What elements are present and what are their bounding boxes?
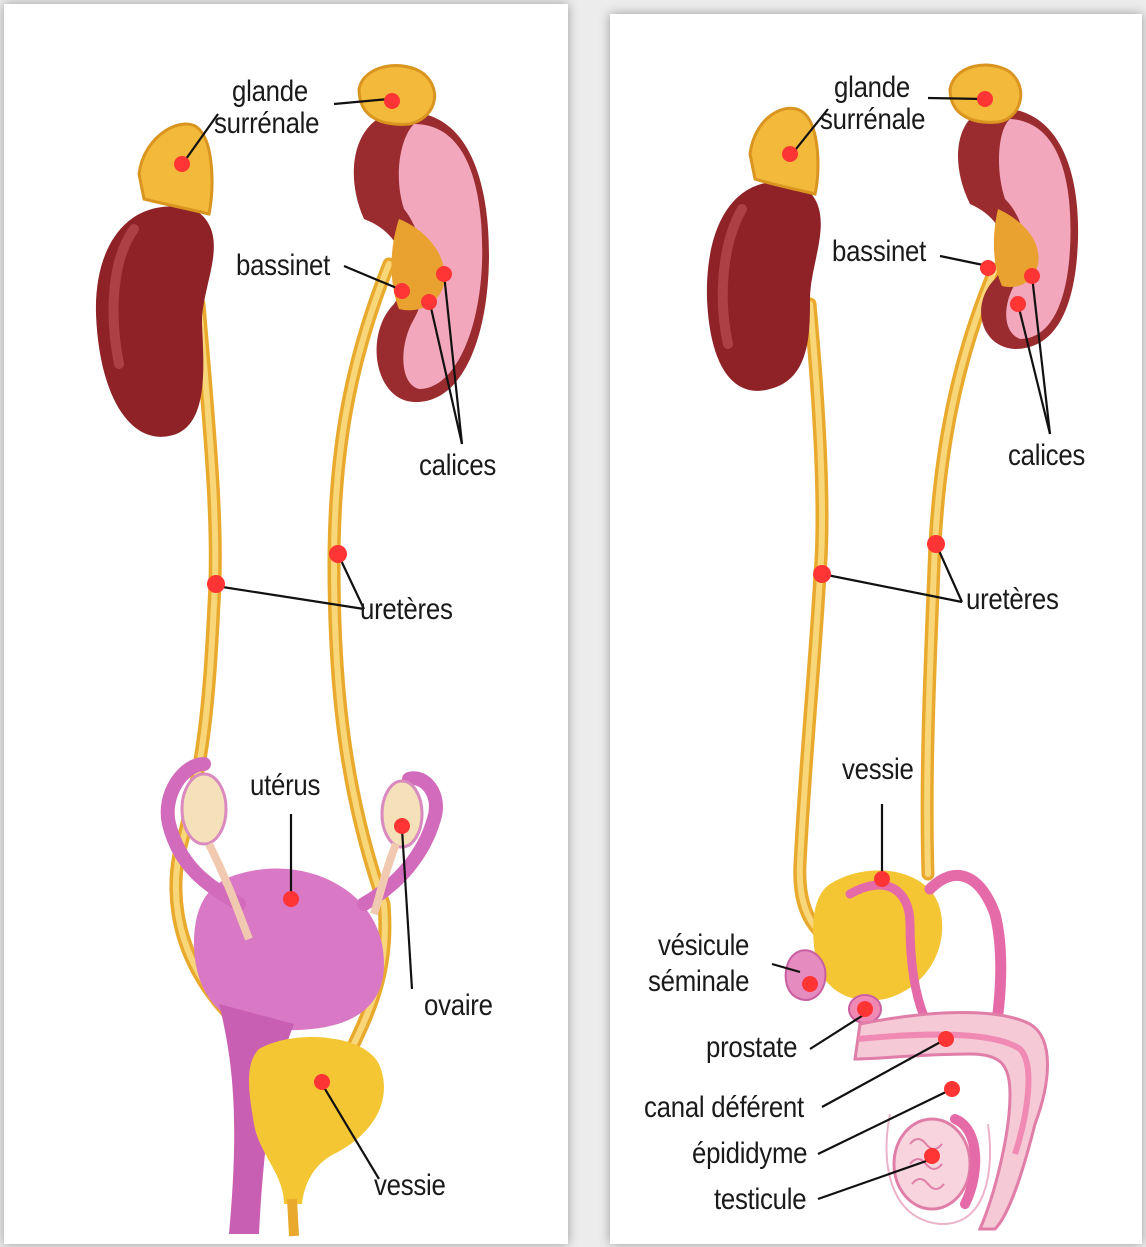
- label-calices: calices: [419, 450, 496, 482]
- label-ureteres: uretères: [360, 594, 453, 626]
- female-urinary-system-panel: glande surrénale bassinet calices uretèr…: [4, 4, 568, 1244]
- label-testicule: testicule: [714, 1184, 806, 1216]
- marker-right-ureter: [329, 545, 347, 563]
- label-surrenale: surrénale: [820, 104, 925, 136]
- label-calices: calices: [1008, 440, 1085, 472]
- marker-right-adrenal: [384, 93, 400, 109]
- leader-ureteres-left: [822, 574, 962, 602]
- leader-bassinet: [940, 256, 988, 266]
- marker-left-ureter: [813, 565, 831, 583]
- marker-bassinet: [980, 260, 996, 276]
- label-canal-deferent: canal déférent: [644, 1092, 804, 1124]
- label-vesicule: vésicule: [658, 930, 749, 962]
- label-vessie: vessie: [842, 754, 914, 786]
- marker-calice-1: [1010, 296, 1026, 312]
- label-uterus: utérus: [250, 770, 320, 802]
- label-glande: glande: [834, 72, 910, 104]
- male-anatomy-illustration: [610, 14, 1142, 1244]
- male-urinary-system-panel: glande surrénale bassinet calices uretèr…: [610, 14, 1142, 1244]
- bladder: [813, 870, 942, 1000]
- marker-seminal-vesicle: [802, 976, 818, 992]
- label-seminale: séminale: [648, 966, 749, 998]
- leader-ureteres-left: [216, 586, 364, 609]
- label-bassinet: bassinet: [236, 250, 330, 282]
- label-prostate: prostate: [706, 1032, 797, 1064]
- marker-calice-2: [1024, 268, 1040, 284]
- marker-testicle: [924, 1148, 940, 1164]
- label-ovaire: ovaire: [424, 990, 493, 1022]
- urethra: [292, 1199, 294, 1236]
- marker-vas-deferens: [938, 1031, 954, 1047]
- marker-ovary: [394, 818, 410, 834]
- label-vessie: vessie: [374, 1170, 446, 1202]
- vas-deferens-left: [930, 875, 1001, 1034]
- label-glande: glande: [232, 76, 308, 108]
- marker-bladder: [874, 871, 890, 887]
- left-ovary: [182, 774, 226, 844]
- marker-left-adrenal: [782, 146, 798, 162]
- marker-calice-2: [436, 266, 452, 282]
- bladder: [249, 1037, 384, 1204]
- marker-bladder: [314, 1074, 330, 1090]
- marker-bassinet: [394, 283, 410, 299]
- marker-uterus: [283, 891, 299, 907]
- marker-right-adrenal: [977, 91, 993, 107]
- marker-right-ureter: [927, 535, 945, 553]
- label-bassinet: bassinet: [832, 236, 926, 268]
- marker-left-ureter: [207, 575, 225, 593]
- marker-epididymis: [944, 1081, 960, 1097]
- leader-glande-right: [928, 98, 984, 99]
- label-epididyme: épididyme: [692, 1138, 807, 1170]
- marker-prostate: [857, 1001, 873, 1017]
- marker-left-adrenal: [174, 156, 190, 172]
- marker-calice-1: [421, 294, 437, 310]
- label-ureteres: uretères: [966, 584, 1059, 616]
- label-surrenale: surrénale: [214, 108, 319, 140]
- seminal-vesicle: [786, 950, 826, 1000]
- female-anatomy-illustration: [4, 4, 568, 1244]
